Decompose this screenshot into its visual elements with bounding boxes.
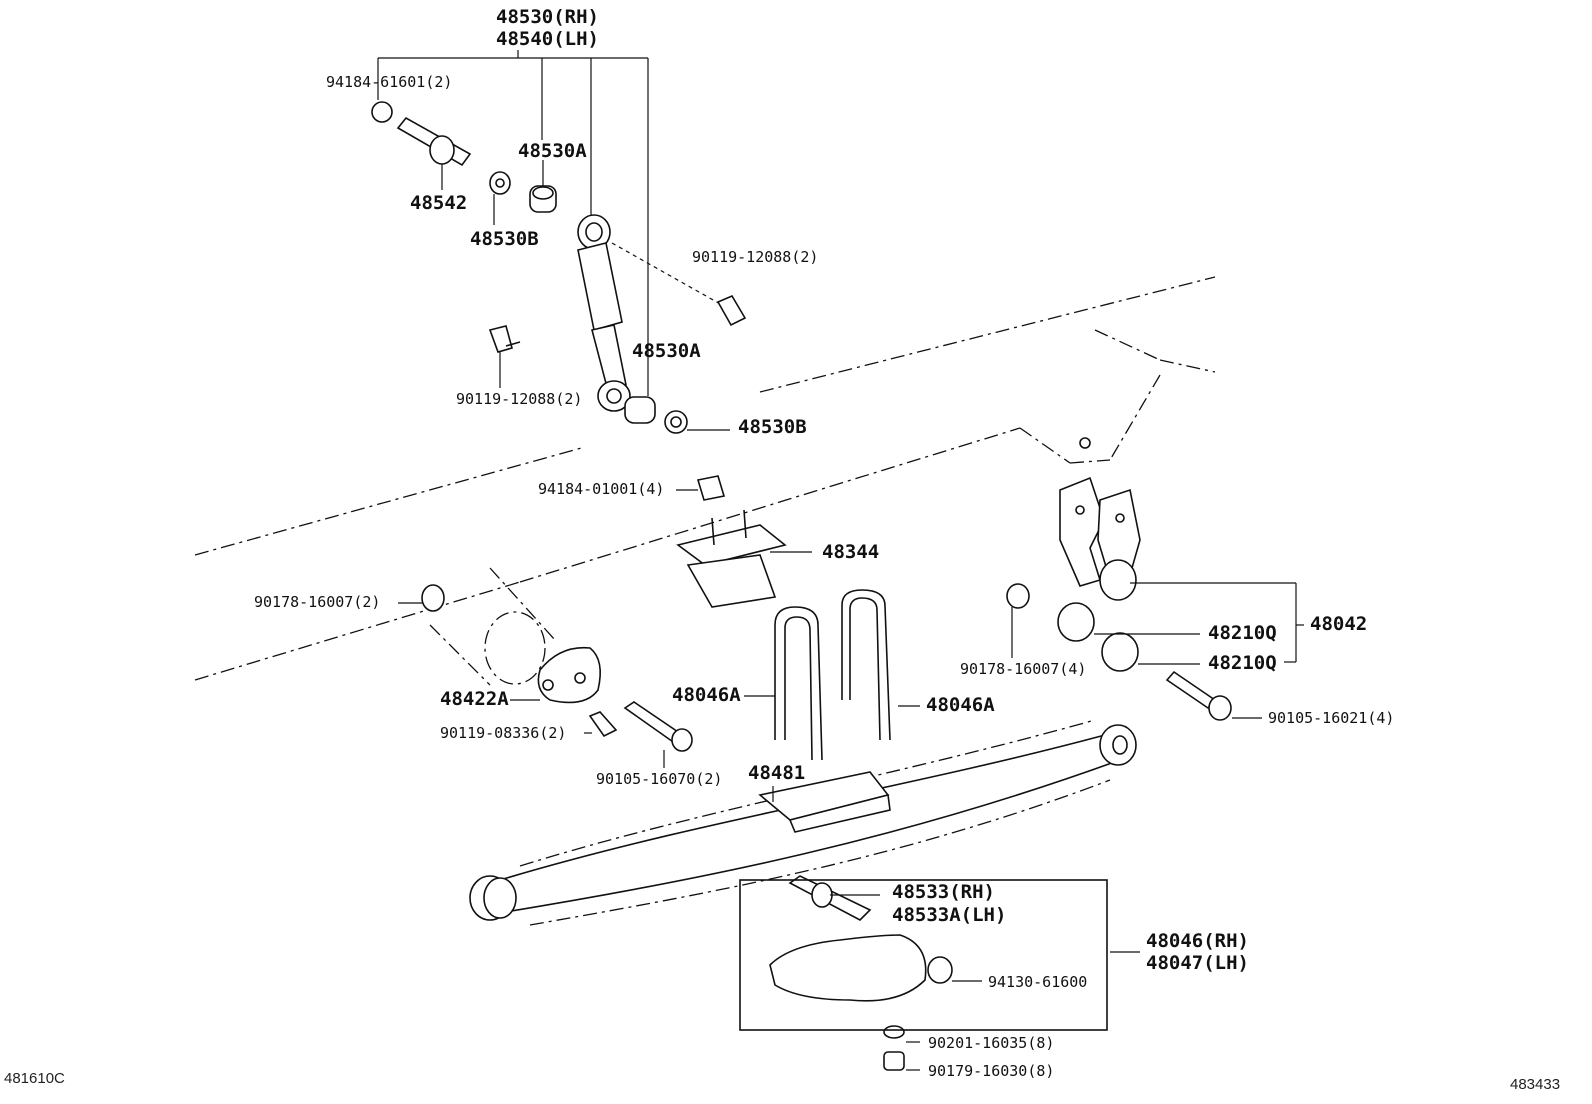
label-nut-94130-61600: 94130-61600	[988, 973, 1088, 991]
label-bolt-90119-08336: 90119-08336(2)	[440, 724, 567, 742]
hardware	[371, 101, 1232, 1071]
inset-box	[739, 879, 1108, 1031]
label-bumper-48344: 48344	[822, 541, 880, 563]
label-seat-48481: 48481	[748, 762, 806, 784]
label-bushing-48210q-2: 48210Q	[1208, 652, 1277, 674]
label-nut-90178-left: 90178-16007(2)	[254, 593, 381, 611]
label-hanger-48046-rh: 48046(RH)	[1146, 930, 1249, 952]
shock-absorber	[577, 214, 631, 412]
label-bolt-90105-16070: 90105-16070(2)	[596, 770, 723, 788]
label-nut-94184-61601: 94184-61601(2)	[326, 73, 453, 91]
label-washer-48530b-bottom: 48530B	[738, 416, 807, 438]
leader-lines	[377, 50, 1304, 1071]
label-ubolt-48046a-right: 48046A	[926, 694, 995, 716]
figure-code-left: 481610C	[4, 1070, 65, 1087]
label-bushing-48530a-bottom: 48530A	[632, 340, 701, 362]
figure-code-right: 483433	[1510, 1076, 1561, 1093]
label-nut-90178-right: 90178-16007(4)	[960, 660, 1087, 678]
label-bolt-90105-16021: 90105-16021(4)	[1268, 709, 1395, 727]
label-bolt-90119-12088-right: 90119-12088(2)	[692, 248, 819, 266]
label-shock-rh: 48530(RH)	[496, 6, 599, 28]
label-shackle-48042: 48042	[1310, 613, 1368, 635]
label-pin-48542: 48542	[410, 192, 468, 214]
label-bolt-90119-12088-left: 90119-12088(2)	[456, 390, 583, 408]
label-pin-48533a-lh: 48533A(LH)	[892, 904, 1007, 926]
label-bushing-48210q-1: 48210Q	[1208, 622, 1277, 644]
label-ubolt-48046a-left: 48046A	[672, 684, 741, 706]
label-nut-90179: 90179-16030(8)	[928, 1062, 1055, 1080]
frame-rail	[194, 276, 1216, 686]
label-nut-94184-01001: 94184-01001(4)	[538, 480, 665, 498]
label-bracket-48422a: 48422A	[440, 688, 509, 710]
label-pin-48533-rh: 48533(RH)	[892, 881, 995, 903]
label-bushing-48530a-top: 48530A	[518, 140, 587, 162]
label-washer-90201: 90201-16035(8)	[928, 1034, 1055, 1052]
label-washer-48530b-top: 48530B	[470, 228, 539, 250]
label-shock-lh: 48540(LH)	[496, 28, 599, 50]
label-hanger-48047-lh: 48047(LH)	[1146, 952, 1249, 974]
